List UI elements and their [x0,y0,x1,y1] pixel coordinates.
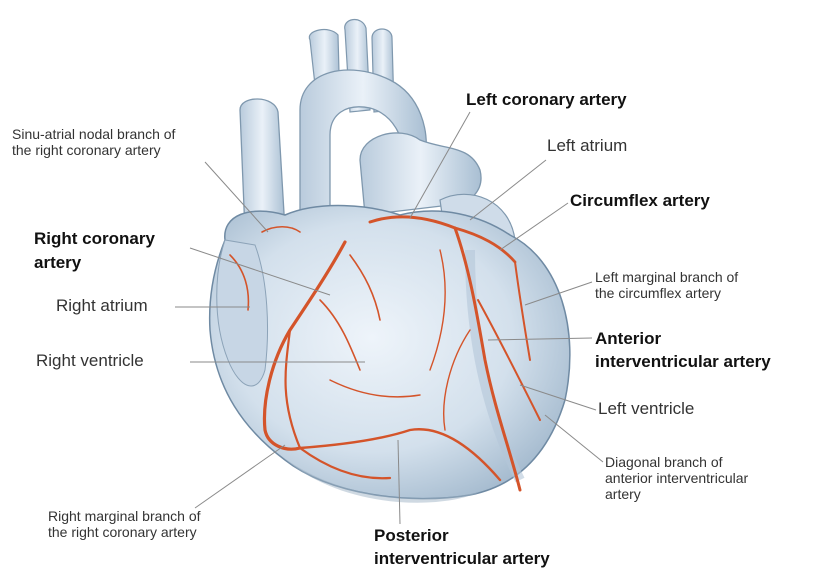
label-left-coronary-artery: Left coronary artery [466,90,627,110]
label-left-atrium: Left atrium [547,136,627,156]
label-diagonal-line-3: artery [605,486,748,502]
label-right-marginal-line-1: Right marginal branch of [48,508,201,524]
label-right-coronary-line-2: artery [34,251,155,275]
label-right-marginal-branch: Right marginal branch of the right coron… [48,508,201,540]
label-sinu-atrial-nodal-branch: Sinu-atrial nodal branch of the right co… [12,126,175,158]
label-right-coronary-line-1: Right coronary [34,227,155,251]
label-left-marginal-line-2: the circumflex artery [595,285,738,301]
label-anterior-iv-line-2: interventricular artery [595,351,771,374]
leader-right-marginal [195,445,285,508]
leader-left-atrium [470,160,546,220]
label-diagonal-line-1: Diagonal branch of [605,454,748,470]
label-right-ventricle: Right ventricle [36,351,144,371]
label-posterior-interventricular-artery: Posterior interventricular artery [374,525,550,571]
label-posterior-iv-line-2: interventricular artery [374,548,550,571]
label-right-coronary-artery: Right coronary artery [34,227,155,275]
leader-diagonal [545,415,603,462]
label-sinu-atrial-line-1: Sinu-atrial nodal branch of [12,126,175,142]
heart-body [210,206,570,503]
label-diagonal-branch: Diagonal branch of anterior interventric… [605,454,748,502]
label-diagonal-line-2: anterior interventricular [605,470,748,486]
label-sinu-atrial-line-2: the right coronary artery [12,142,175,158]
label-left-marginal-line-1: Left marginal branch of [595,269,738,285]
label-anterior-iv-line-1: Anterior [595,328,771,351]
label-anterior-interventricular-artery: Anterior interventricular artery [595,328,771,374]
label-left-marginal-branch: Left marginal branch of the circumflex a… [595,269,738,301]
label-left-ventricle: Left ventricle [598,399,694,419]
label-right-marginal-line-2: the right coronary artery [48,524,201,540]
label-right-atrium: Right atrium [56,296,148,316]
label-posterior-iv-line-1: Posterior [374,525,550,548]
label-circumflex-artery: Circumflex artery [570,191,710,211]
